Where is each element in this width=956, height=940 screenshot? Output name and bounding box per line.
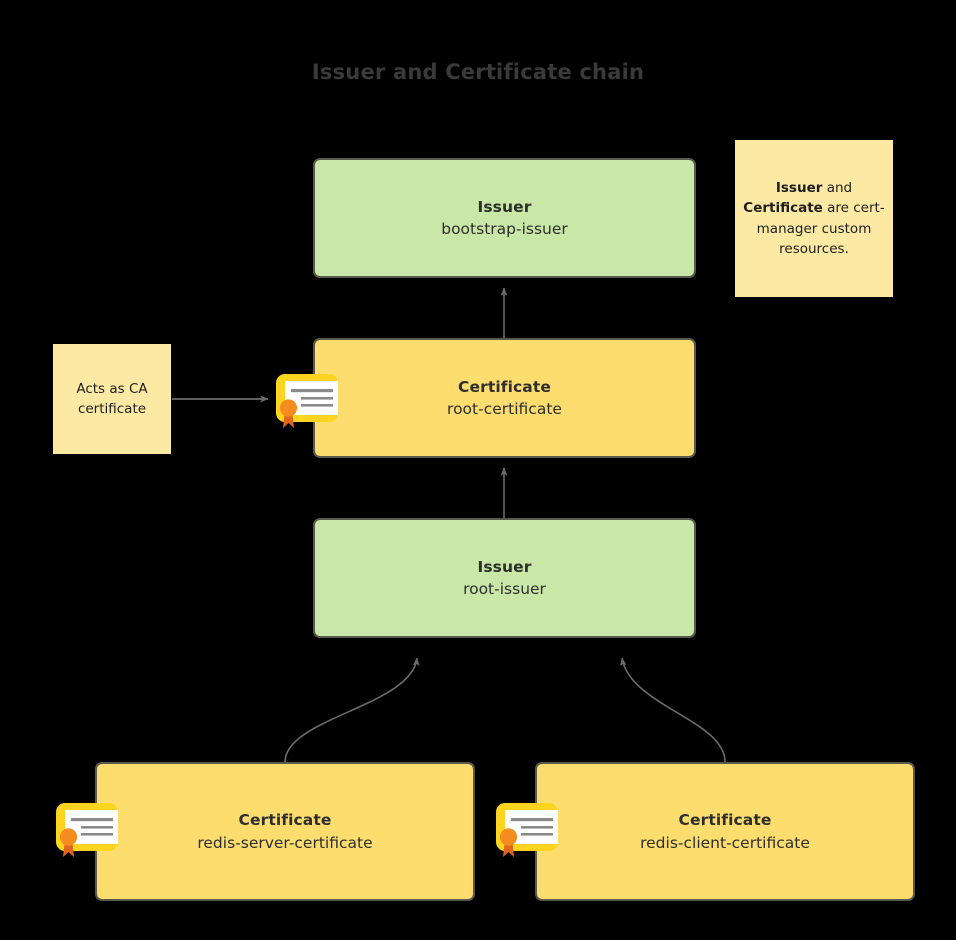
- node-kind-label: Certificate: [678, 811, 772, 830]
- node-root-certificate[interactable]: Certificate root-certificate: [313, 338, 696, 458]
- node-root-issuer[interactable]: Issuer root-issuer: [313, 518, 696, 638]
- page-title: Issuer and Certificate chain: [311, 60, 645, 84]
- note-custom-resources-text: Issuer and Certificate are cert-manager …: [743, 178, 885, 259]
- node-redis-server-certificate[interactable]: Certificate redis-server-certificate: [95, 762, 475, 901]
- certificate-seal-icon: [496, 803, 558, 857]
- note-bold-certificate: Certificate: [743, 200, 823, 217]
- node-name-label: root-issuer: [463, 580, 546, 598]
- node-redis-client-certificate[interactable]: Certificate redis-client-certificate: [535, 762, 915, 901]
- note-acts-as-ca-certificate: Acts as CA certificate: [53, 344, 171, 454]
- node-name-label: bootstrap-issuer: [441, 220, 568, 238]
- node-bootstrap-issuer[interactable]: Issuer bootstrap-issuer: [313, 158, 696, 278]
- edge-client-cert-to-root-issuer: [619, 657, 726, 763]
- note-custom-resources: Issuer and Certificate are cert-manager …: [735, 140, 893, 297]
- node-kind-label: Issuer: [477, 557, 532, 576]
- node-name-label: redis-server-certificate: [197, 833, 373, 852]
- edge-server-cert-to-root-issuer: [284, 657, 420, 763]
- node-kind-label: Certificate: [238, 811, 332, 830]
- note-acts-as-ca-certificate-text: Acts as CA certificate: [76, 380, 148, 417]
- node-kind-label: Issuer: [477, 197, 532, 216]
- note-text-and: and: [822, 180, 853, 196]
- certificate-seal-icon: [56, 803, 118, 857]
- note-text-tail: are cert-manager custom resources.: [756, 200, 885, 257]
- node-kind-label: Certificate: [458, 377, 551, 396]
- node-name-label: redis-client-certificate: [640, 833, 810, 852]
- note-bold-issuer: Issuer: [775, 180, 823, 196]
- certificate-seal-icon: [276, 374, 338, 428]
- node-name-label: root-certificate: [447, 400, 562, 418]
